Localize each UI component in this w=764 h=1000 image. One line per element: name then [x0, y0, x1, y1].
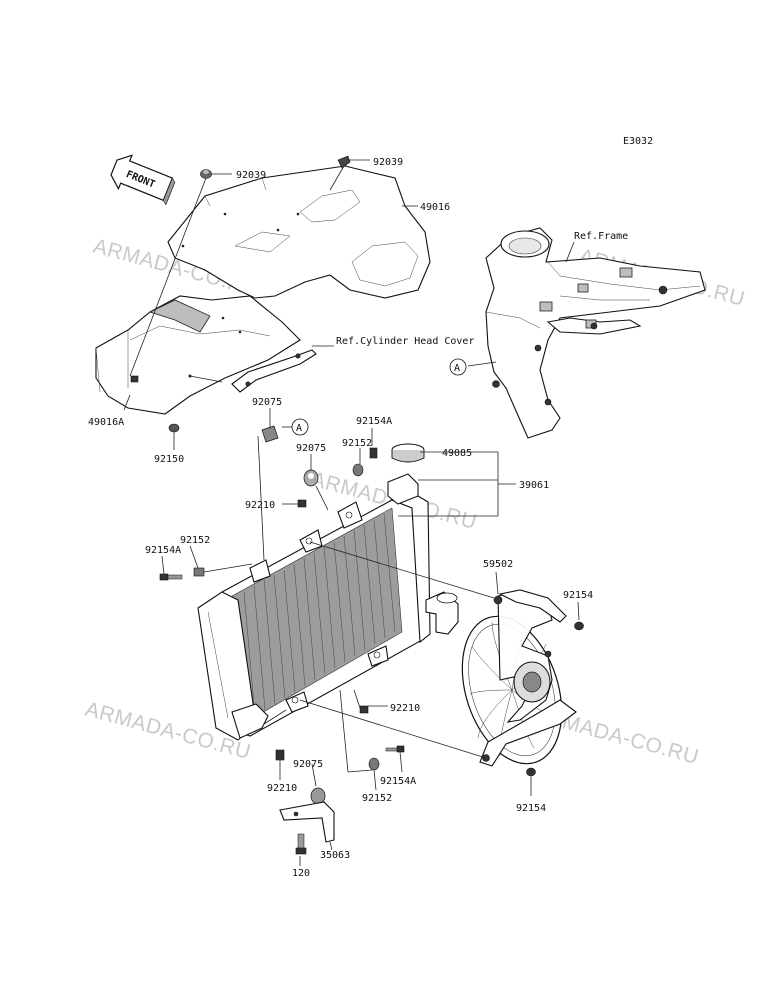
diagram-code: E3032: [623, 136, 653, 147]
bolt-120: [295, 833, 307, 855]
bracket-35063: [279, 801, 335, 843]
grommet-92075-top: [261, 425, 279, 443]
nut-92210-right: [359, 705, 369, 714]
shroud-49016: [167, 165, 431, 299]
label-92039-right: 92039: [373, 157, 403, 168]
grommet-92075-bottom: [310, 787, 326, 805]
cooling-fan-59502: [461, 589, 577, 767]
collar-92152-top: [352, 463, 364, 477]
callout-a-radiator-label: A: [296, 423, 302, 434]
label-49016: 49016: [420, 202, 450, 213]
label-59502: 59502: [483, 559, 513, 570]
clip-92039-right: [337, 155, 351, 169]
label-92039-left: 92039: [236, 170, 266, 181]
label-92154A-bottom: 92154A: [380, 776, 416, 787]
label-92152-bottom: 92152: [362, 793, 392, 804]
label-92075-top: 92075: [252, 397, 282, 408]
bolt-92154A-top: [369, 447, 378, 459]
label-92075-bottom: 92075: [293, 759, 323, 770]
bolt-92154-right: [574, 621, 584, 631]
callout-a-radiator: A: [291, 418, 309, 436]
label-92152-top: 92152: [342, 438, 372, 449]
label-92210-right: 92210: [390, 703, 420, 714]
label-35063: 35063: [320, 850, 350, 861]
label-92075-mid: 92075: [296, 443, 326, 454]
head-cover-bracket: [231, 349, 317, 393]
bolt-92154-bottom: [526, 767, 536, 777]
grommet-92039-left: [200, 169, 212, 179]
label-ref-frame: Ref.Frame: [574, 231, 628, 242]
grommet-92075-mid: [303, 469, 319, 487]
label-92210-top: 92210: [245, 500, 275, 511]
bolt-92154A-left: [159, 573, 183, 581]
collar-92152-bottom: [368, 757, 380, 771]
label-49016A: 49016A: [88, 417, 124, 428]
callout-a-frame-label: A: [454, 363, 460, 374]
label-49085: 49085: [442, 448, 472, 459]
label-92154-bottom: 92154: [516, 803, 546, 814]
nut-92210-bottom: [275, 749, 285, 761]
front-arrow-icon: FRONT: [110, 154, 176, 206]
label-ref-cylinder-head-cover: Ref.Cylinder Head Cover: [336, 336, 474, 347]
collar-92152-left: [193, 567, 205, 577]
shroud-49016A: [95, 295, 301, 415]
label-92152-left: 92152: [180, 535, 210, 546]
leader-lines: [123, 159, 580, 866]
radiator-cap-49085: [391, 443, 425, 463]
label-92154A-top: 92154A: [356, 416, 392, 427]
bolt-92154A-bottom: [385, 745, 405, 753]
label-92150: 92150: [154, 454, 184, 465]
frame-reference: [485, 227, 706, 439]
callout-a-frame: A: [449, 358, 467, 376]
label-92154-right: 92154: [563, 590, 593, 601]
label-120: 120: [292, 868, 310, 879]
label-92154A-left: 92154A: [145, 545, 181, 556]
label-92210-bottom: 92210: [267, 783, 297, 794]
nut-92210-top: [297, 499, 307, 508]
radiator-39061: [197, 473, 459, 741]
label-39061: 39061: [519, 480, 549, 491]
bolt-92150: [168, 423, 180, 433]
